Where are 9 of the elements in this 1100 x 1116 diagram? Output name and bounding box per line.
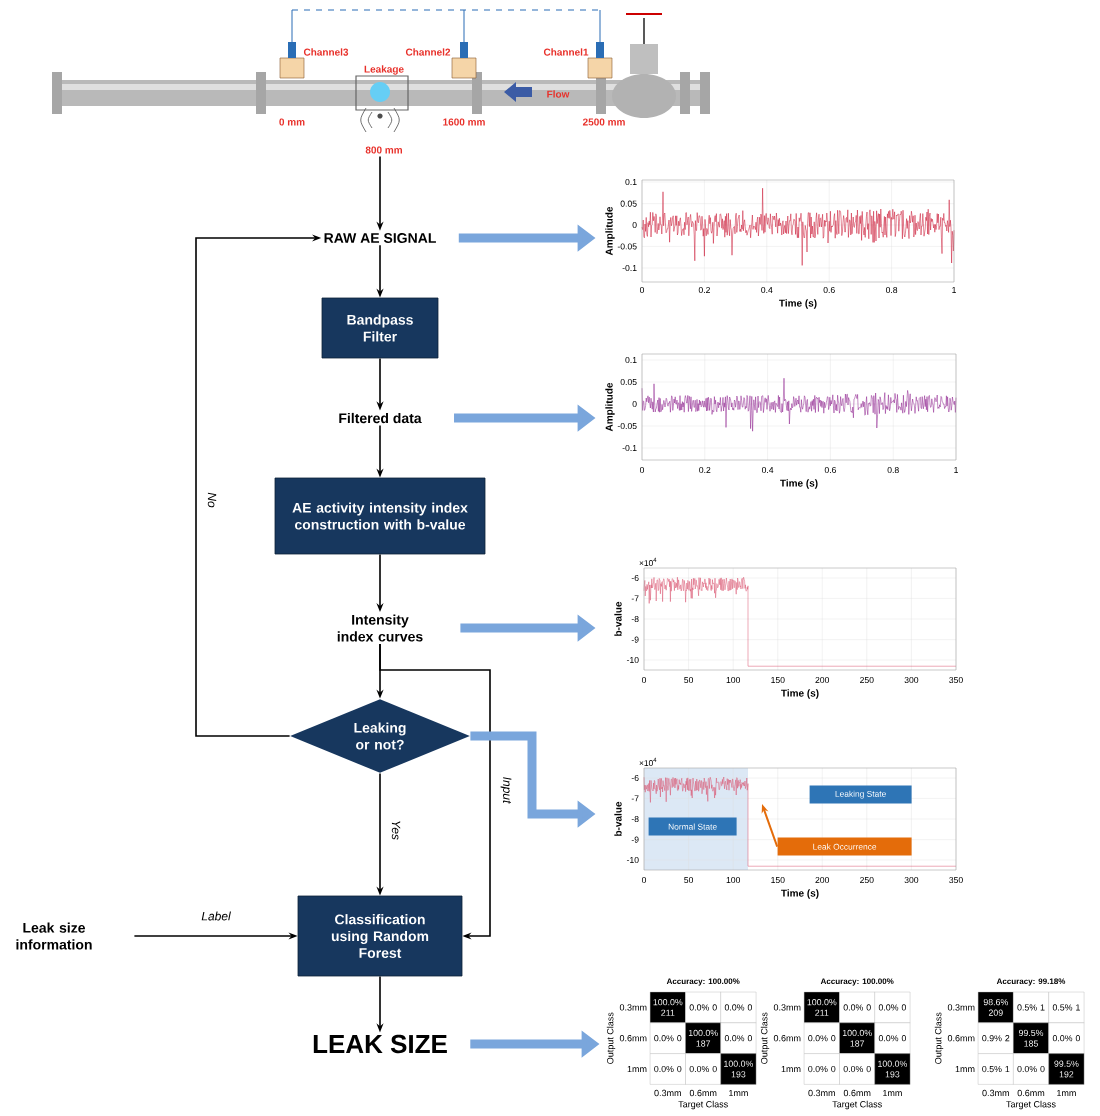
confusion-matrix [606,978,757,1110]
confusion-matrix [934,978,1085,1110]
pipeline-drawing [52,9,710,133]
line-chart [614,557,963,699]
confusion-matrix [760,978,911,1110]
line-chart [605,353,958,489]
arrow [379,643,491,940]
result-label: LEAK SIZE [313,1034,447,1054]
line-chart [605,179,956,309]
